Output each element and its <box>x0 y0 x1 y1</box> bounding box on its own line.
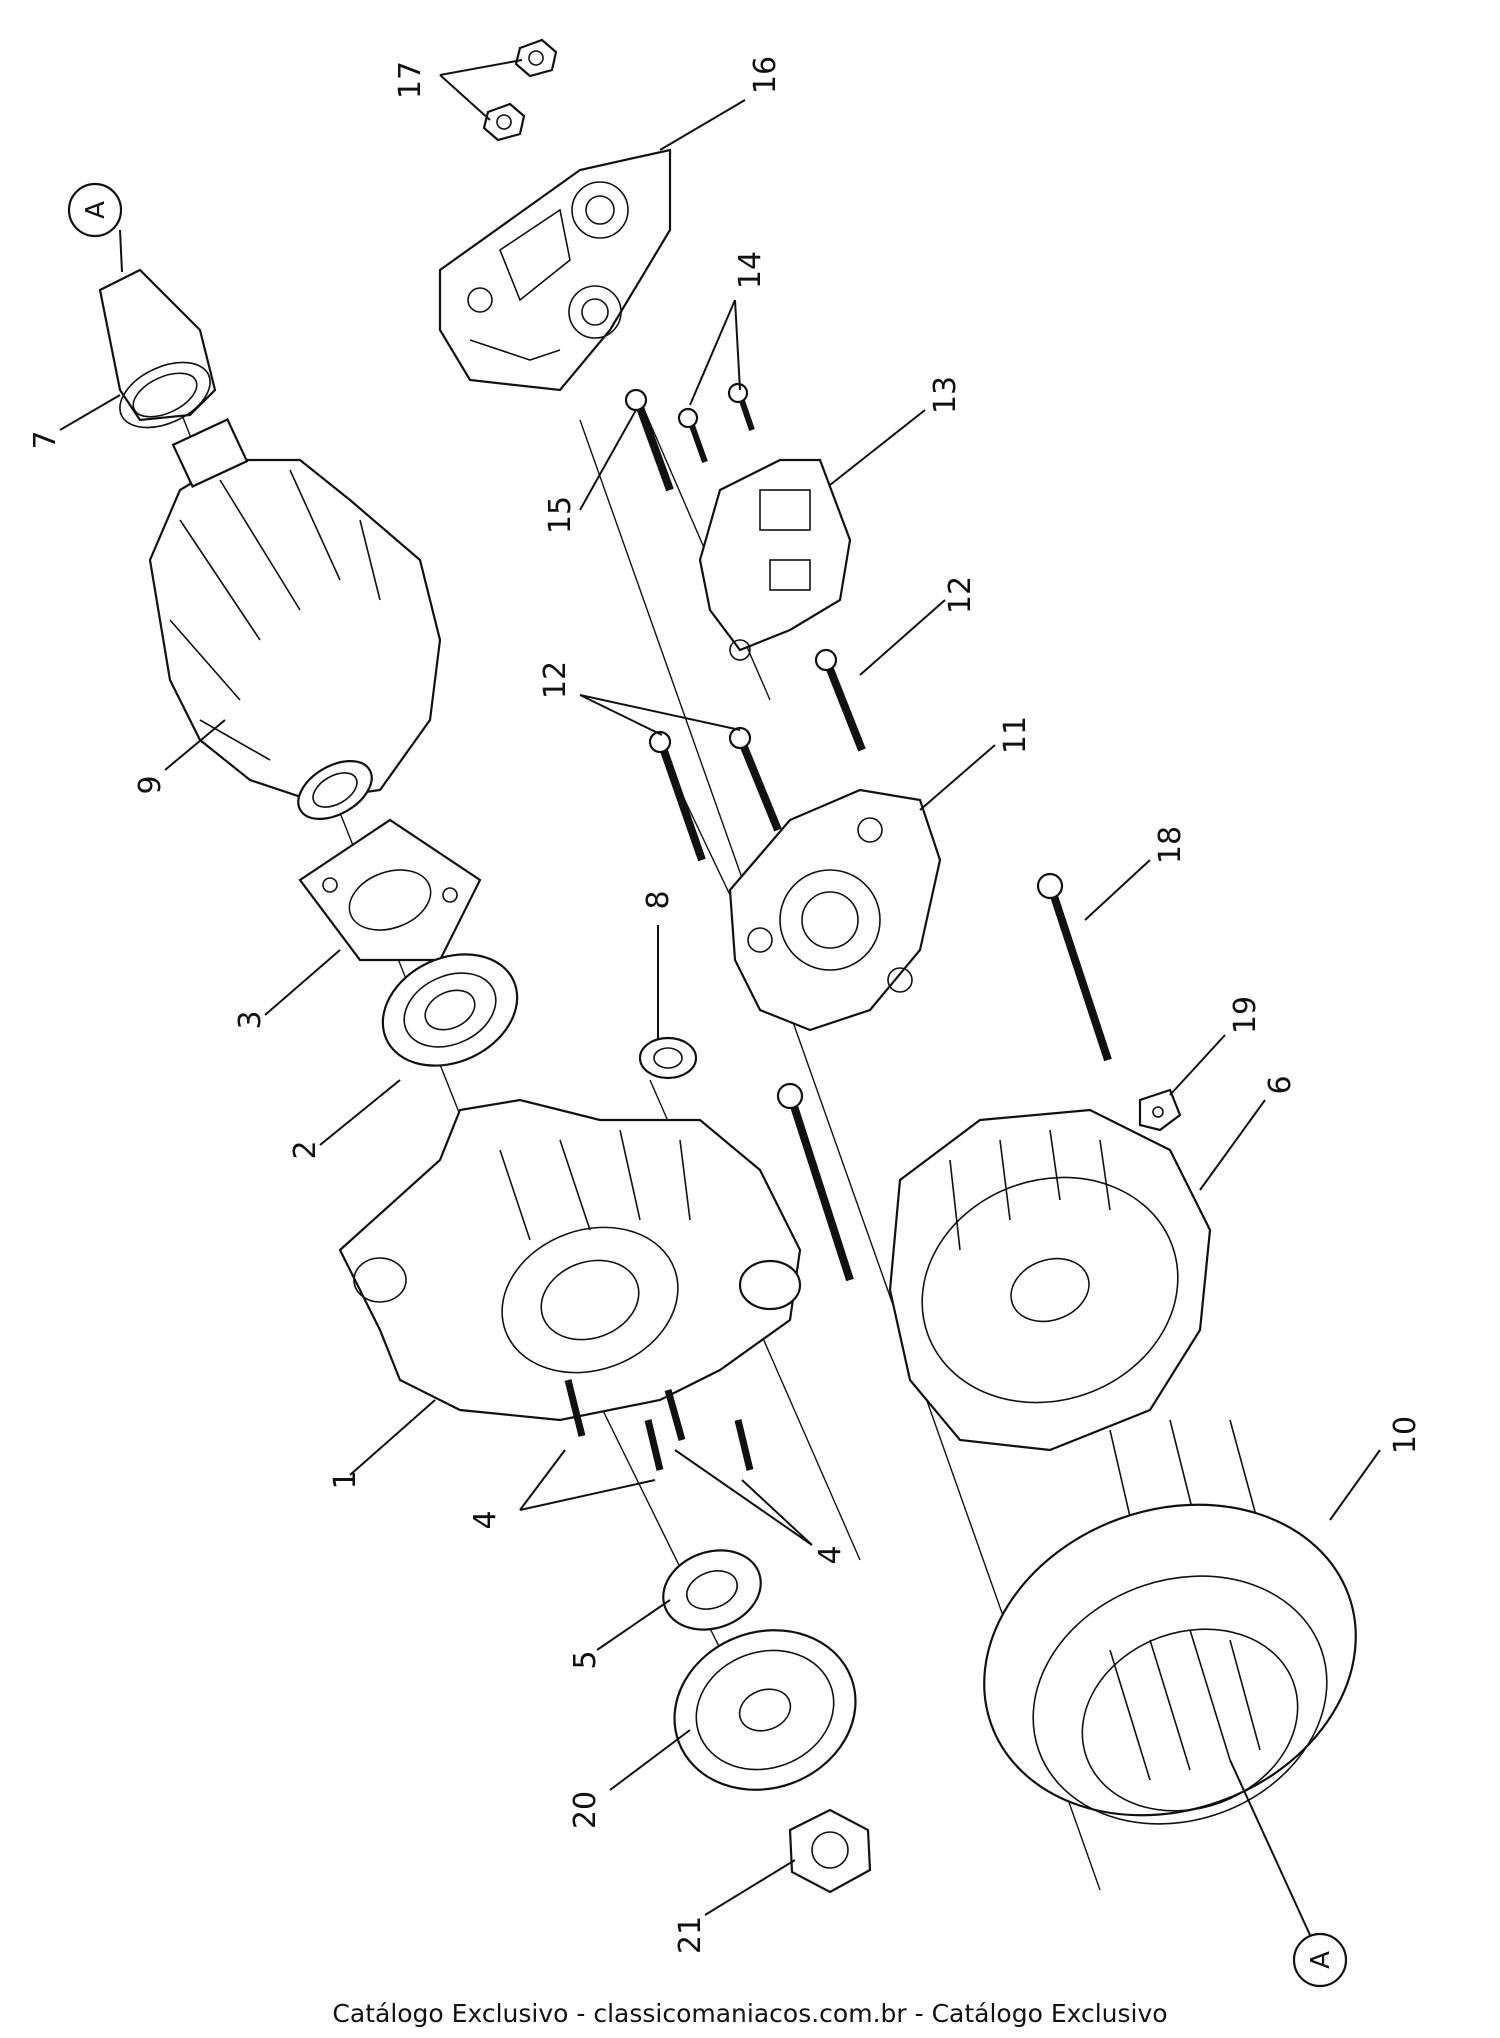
pulley-part-20 <box>673 1629 857 1791</box>
callout-21: 21 <box>673 1916 708 1954</box>
nuts-part-17 <box>482 38 558 142</box>
callout-14: 14 <box>733 251 768 289</box>
callout-8: 8 <box>641 890 676 909</box>
callout-10: 10 <box>1388 1416 1423 1454</box>
reference-mark-a-bottom: A <box>1292 1932 1348 1988</box>
callout-13: 13 <box>928 376 963 414</box>
bearing-part-2 <box>381 953 519 1067</box>
footer-caption: Catálogo Exclusivo - classicomaniacos.co… <box>332 1999 1168 2028</box>
stator-part-10 <box>983 1419 1357 1825</box>
callout-11: 11 <box>998 716 1033 754</box>
callout-labels: 1 2 3 4 4 5 6 7 8 9 10 11 12 12 13 14 15… <box>28 56 1423 1954</box>
voltage-regulator-part-13 <box>698 458 852 661</box>
callout-15: 15 <box>543 496 578 534</box>
screws-part-4 <box>564 1379 754 1471</box>
reference-mark-a-top: A <box>67 182 123 238</box>
screws-part-12 <box>648 648 866 862</box>
nut-part-21 <box>788 1808 872 1894</box>
callout-4b: 4 <box>813 1545 848 1564</box>
callout-leader-lines <box>59 59 1381 1936</box>
through-bolts-part-18 <box>776 872 1112 1282</box>
slip-ring-part-7 <box>98 268 217 429</box>
callout-12b: 12 <box>943 576 978 614</box>
callout-18: 18 <box>1153 826 1188 864</box>
callout-3: 3 <box>233 1010 268 1029</box>
front-housing-part-1 <box>338 1098 802 1422</box>
callout-17: 17 <box>393 61 428 99</box>
alternator-exploded-diagram: A A 1 2 3 4 4 5 6 7 8 9 10 11 12 12 13 1… <box>28 38 1423 1988</box>
bearing-plate-part-3 <box>298 818 482 962</box>
callout-20: 20 <box>568 1791 603 1829</box>
callout-6: 6 <box>1263 1075 1298 1094</box>
reference-mark-label: A <box>1306 1951 1336 1969</box>
reference-mark-label: A <box>81 201 111 219</box>
spacer-part-5 <box>662 1549 762 1631</box>
callout-16: 16 <box>748 56 783 94</box>
terminal-part-19 <box>1138 1088 1182 1132</box>
rear-cover-part-16 <box>438 148 672 392</box>
sleeve-part-8 <box>638 1036 698 1080</box>
rear-housing-part-6 <box>888 1108 1212 1452</box>
callout-9: 9 <box>133 775 168 794</box>
callout-2: 2 <box>288 1140 323 1159</box>
callout-12a: 12 <box>538 661 573 699</box>
rectifier-part-11 <box>728 788 942 1032</box>
callout-19: 19 <box>1228 996 1263 1034</box>
screws-part-14-15 <box>624 382 755 492</box>
callout-7: 7 <box>28 430 63 449</box>
rotor-part-9 <box>148 418 442 820</box>
callout-1: 1 <box>328 1470 363 1489</box>
callout-4a: 4 <box>468 1510 503 1529</box>
callout-5: 5 <box>568 1650 603 1669</box>
